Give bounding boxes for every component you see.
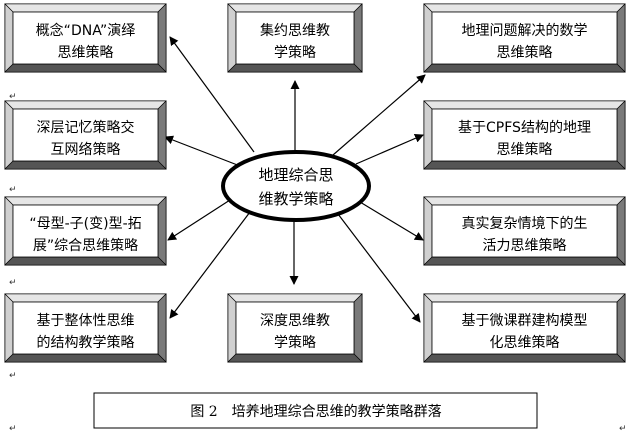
arrow-to-cpfs [355, 134, 424, 165]
strategy-label-line: 活力思维策略 [483, 237, 567, 254]
strategy-label-line: 思维策略 [497, 44, 553, 61]
paragraph-mark: ↵ [9, 278, 17, 288]
strategy-boxes: 概念“DNA”演绎思维策略集约思维教学策略地理问题解决的数学思维策略深层记忆策略… [4, 3, 626, 363]
strategy-label-line: “母型-子(变)型-拓 [29, 216, 141, 232]
strategy-label-line: 思维策略 [58, 44, 114, 61]
center-node: 地理综合思 维教学策略 [221, 150, 371, 222]
arrow-to-weike [337, 213, 421, 323]
caption: 图 2 培养地理综合思维的教学策略群落 [93, 392, 538, 429]
strategy-label-line: 的结构教学策略 [37, 334, 135, 351]
strategy-label-line: 基于整体性思维 [37, 312, 135, 329]
center-line-2: 维教学策略 [258, 190, 333, 208]
arrow-to-zhengti [169, 211, 251, 319]
paragraph-mark: ↵ [9, 424, 17, 433]
paragraph-mark: ↵ [9, 371, 17, 381]
strategy-label-line: 真实复杂情境下的生 [462, 215, 588, 232]
strategy-label-line: 基于微课群建构模型 [462, 312, 588, 329]
strategy-label-line: 互网络策略 [51, 141, 121, 158]
strategy-label-line: 地理问题解决的数学 [462, 23, 588, 39]
strategy-label-line: 学策略 [274, 44, 316, 61]
strategy-label-line: 化思维策略 [490, 334, 560, 351]
arrow-to-zhenshi [359, 201, 424, 241]
strategy-label-line: 思维策略 [497, 141, 553, 158]
arrows [164, 36, 426, 323]
paragraph-mark: ↵ [9, 92, 17, 102]
strategy-label-line: 深度思维教 [260, 313, 330, 329]
strategy-label-line: 学策略 [274, 334, 316, 351]
strategy-box-muxing: “母型-子(变)型-拓展”综合思维策略 [4, 196, 167, 266]
caption-text: 图 2 培养地理综合思维的教学策略群落 [190, 403, 441, 420]
paragraph-mark: ↵ [9, 185, 17, 195]
strategy-label-line: 展”综合思维策略 [33, 237, 138, 254]
arrow-to-muxing [167, 199, 231, 241]
paragraph-mark: ↵ [619, 424, 627, 433]
arrow-to-shenceng [164, 135, 241, 167]
strategy-label-line: 基于CPFS结构的地理 [458, 119, 591, 136]
strategy-label-line: 深层记忆策略交 [37, 119, 135, 136]
strategy-label-line: 概念“DNA”演绎 [36, 22, 136, 39]
arrow-to-dili-wenti [332, 74, 426, 156]
center-line-1: 地理综合思 [258, 166, 333, 184]
arrow-to-dna [169, 36, 255, 153]
strategy-label-line: 集约思维教 [260, 22, 330, 39]
